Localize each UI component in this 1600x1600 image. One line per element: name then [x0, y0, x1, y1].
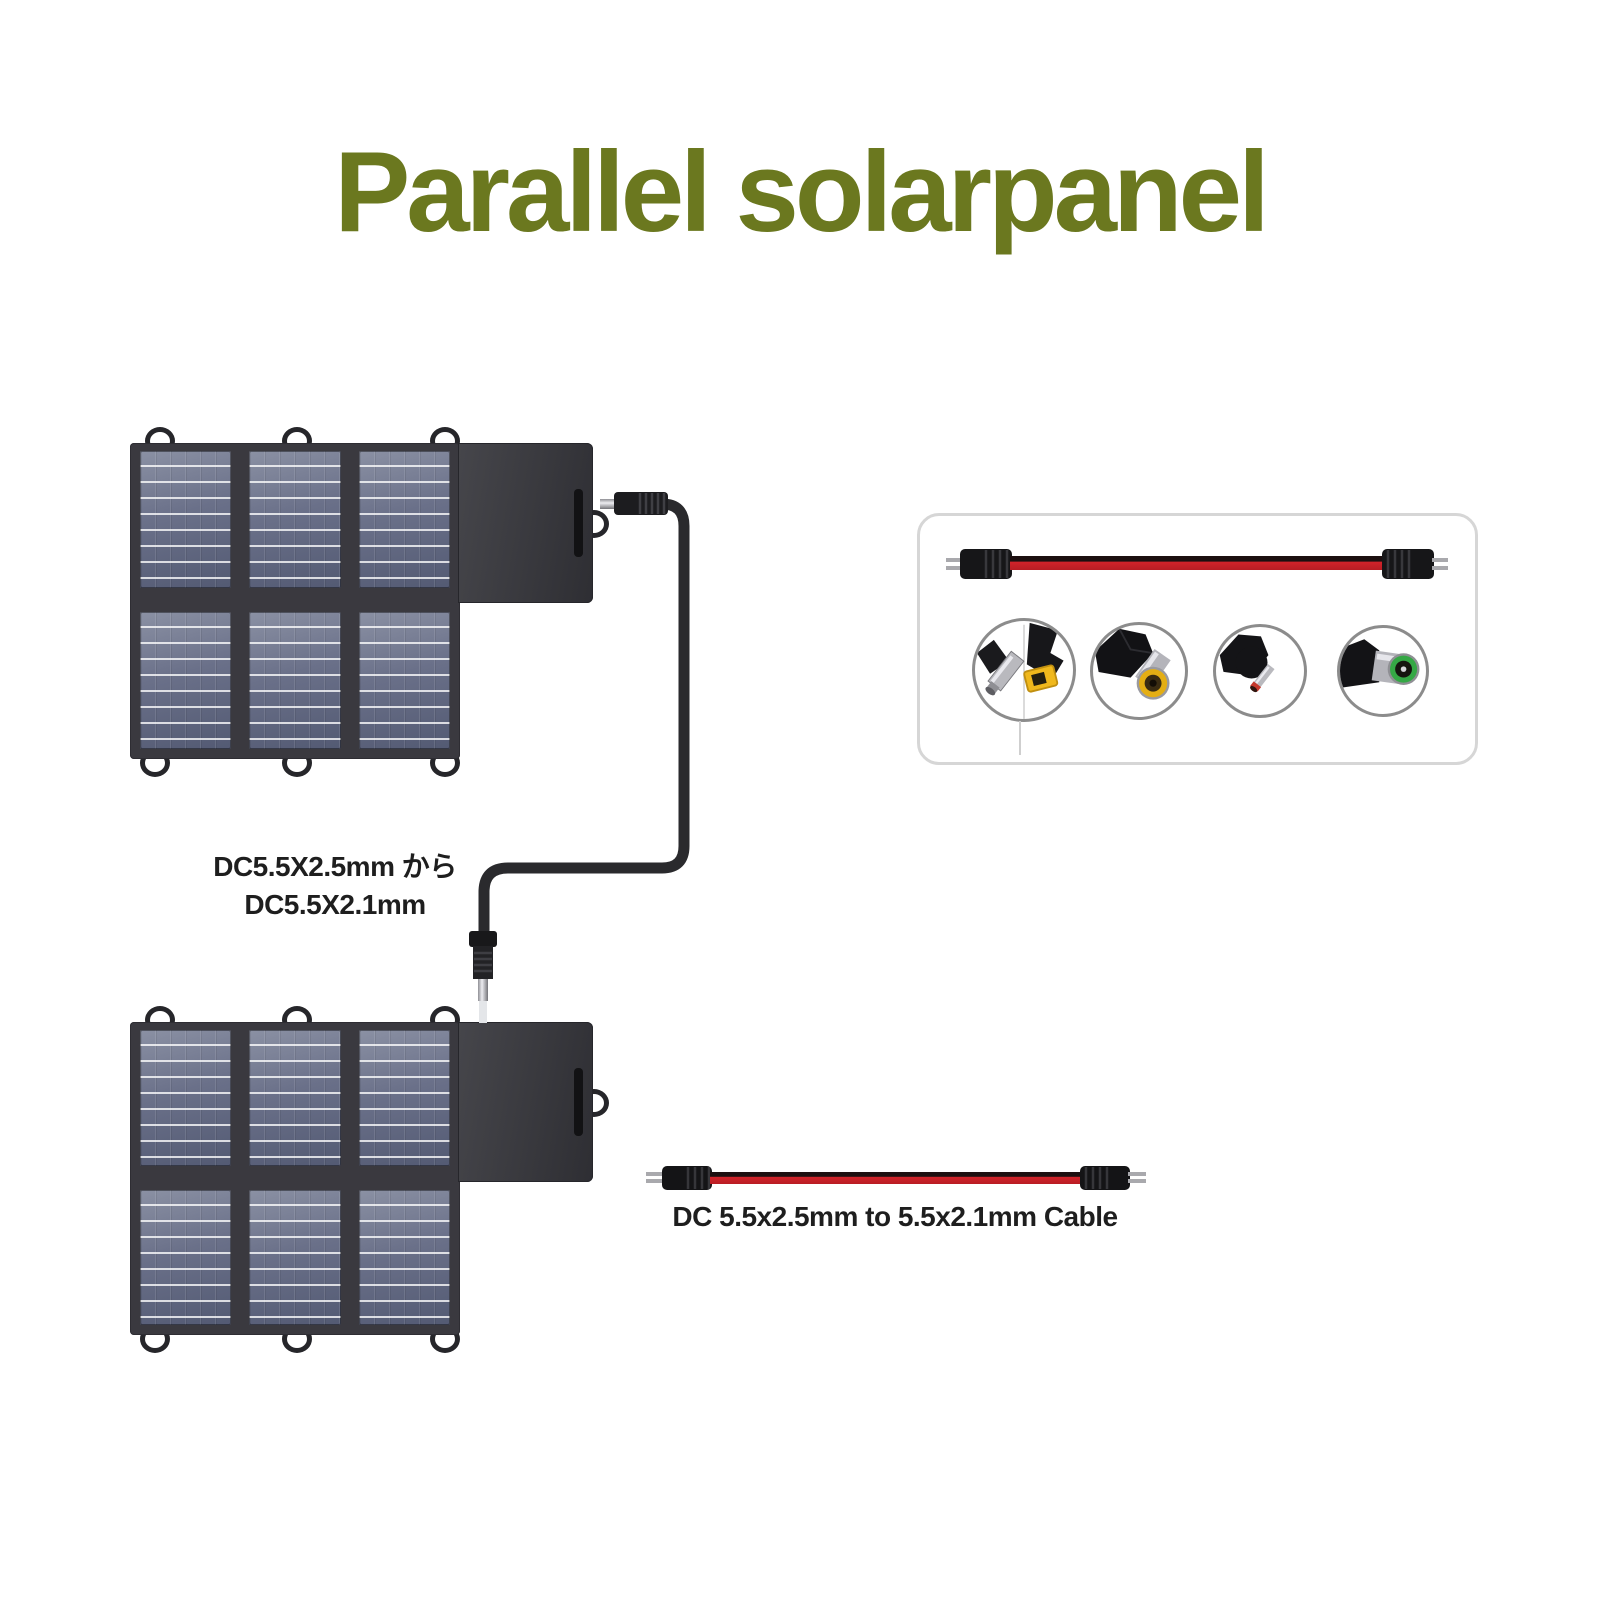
adapter-cable-label-line1: DC5.5X2.5mm から: [213, 851, 457, 882]
solar-cell: [249, 1030, 341, 1166]
dc-yellow-ring-barrel-tip-circle: [1090, 622, 1188, 720]
solar-panel-top-flap: [458, 443, 593, 603]
adapter-cable-label: DC5.5X2.5mm から DC5.5X2.1mm: [120, 848, 550, 924]
solar-panel-top-body: [130, 443, 460, 759]
adapter-cable-label-line2: DC5.5X2.1mm: [244, 889, 426, 920]
solar-cell: [358, 1189, 450, 1325]
solar-cell: [140, 612, 232, 749]
solar-cell: [358, 1030, 450, 1166]
dc-plug-horizontal-icon: [600, 492, 668, 515]
solar-cell: [249, 612, 341, 749]
pointer-line: [1019, 721, 1021, 755]
solar-cell: [140, 1030, 232, 1166]
solar-panel-bottom-flap: [458, 1022, 593, 1182]
dc-plug-vertical-icon: [469, 931, 497, 1023]
dc-yellow-ring-barrel-tip-icon: [1094, 628, 1171, 700]
dc-barrel-and-lenovo-square-tip-icon: [976, 622, 1064, 719]
dc-barrel-and-lenovo-square-tip-circle: [972, 618, 1076, 722]
dc-small-red-tip-icon: [1219, 634, 1275, 693]
solar-cell: [358, 612, 450, 749]
solar-cell: [140, 1189, 232, 1325]
page-title: Parallel solarpanel: [334, 129, 1270, 256]
dc-small-red-tip-circle: [1213, 624, 1307, 718]
solar-cell: [249, 451, 341, 588]
solar-cell: [358, 451, 450, 588]
dc-green-ring-barrel-tip-icon: [1340, 639, 1420, 688]
dc-green-ring-barrel-tip-circle: [1337, 625, 1429, 717]
solar-cell: [249, 1189, 341, 1325]
solar-panel-bottom-body: [130, 1022, 460, 1335]
cable-slot: [574, 1068, 583, 1136]
solar-cell: [140, 451, 232, 588]
cable-slot: [574, 489, 583, 557]
dc-extension-cable: [646, 1166, 1146, 1190]
bottom-cable-label: DC 5.5x2.5mm to 5.5x2.1mm Cable: [672, 1201, 1118, 1232]
